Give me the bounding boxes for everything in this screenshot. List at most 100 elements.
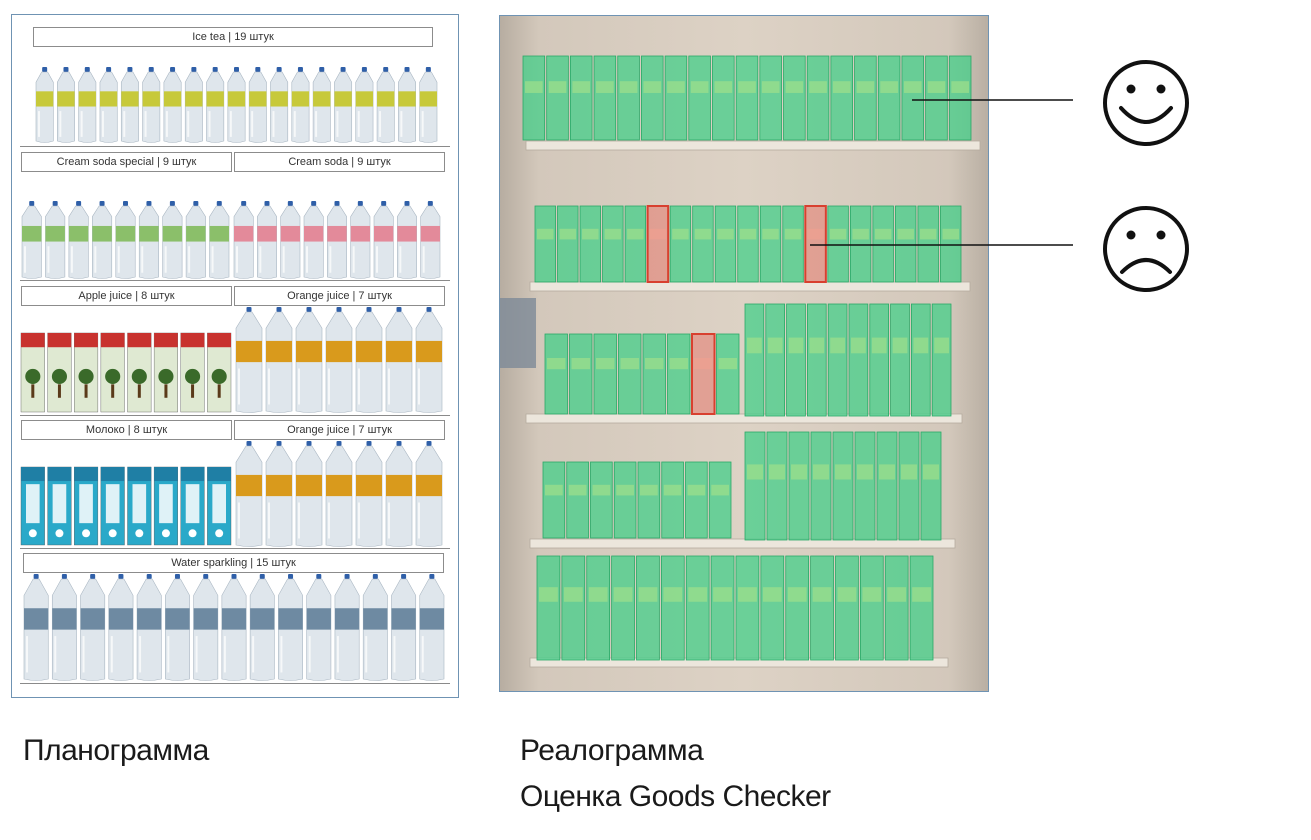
match-detection-box — [827, 205, 849, 283]
match-detection-box — [925, 55, 948, 141]
match-detection-box — [830, 55, 853, 141]
match-detection-box — [522, 55, 546, 141]
ice-tea-bottle — [99, 67, 118, 143]
match-detection-box — [765, 303, 785, 417]
apple-juice-carton — [74, 332, 99, 413]
ice-tea-bottle — [334, 67, 353, 143]
water-sparkling-bottle — [136, 574, 162, 681]
match-detection-box — [849, 205, 872, 283]
apple-juice-carton — [20, 332, 45, 413]
water-sparkling-bottle — [80, 574, 106, 681]
match-detection-box — [884, 555, 909, 661]
match-detection-box — [910, 303, 931, 417]
match-detection-box — [827, 303, 848, 417]
segment-label-apple-juice: Apple juice | 8 штук — [21, 286, 232, 306]
match-detection-box — [877, 55, 901, 141]
match-detection-box — [708, 461, 732, 539]
match-detection-box — [901, 55, 925, 141]
cream-soda-special-bottle — [21, 201, 42, 279]
cream-soda-bottle — [327, 201, 347, 279]
match-detection-box — [561, 555, 586, 661]
match-detection-box — [759, 55, 782, 141]
match-detection-box — [660, 555, 685, 661]
cream-soda-special-bottle — [138, 201, 159, 279]
match-detection-box — [931, 303, 952, 417]
match-detection-box — [909, 555, 934, 661]
cream-soda-bottle — [350, 201, 371, 279]
match-detection-box — [669, 205, 692, 283]
segment-label-cream-soda: Cream soda | 9 штук — [234, 152, 445, 172]
cream-soda-bottle — [233, 201, 254, 279]
apple-juice-carton — [153, 332, 178, 413]
match-detection-box — [735, 555, 760, 661]
caption-goods-checker: Оценка Goods Checker — [520, 780, 831, 813]
match-detection-box — [624, 205, 647, 283]
sad-face-icon — [1103, 206, 1189, 292]
match-detection-box — [593, 55, 617, 141]
match-detection-box — [557, 205, 579, 283]
match-detection-box — [569, 333, 593, 415]
match-detection-box — [593, 333, 617, 415]
orange-juice-bottle — [325, 441, 353, 547]
ice-tea-bottle — [227, 67, 246, 143]
water-sparkling-bottle — [278, 574, 303, 681]
cream-soda-bottle — [420, 201, 441, 279]
match-detection-box — [766, 431, 788, 541]
orange-juice-bottle — [415, 307, 443, 413]
cream-soda-bottle — [373, 201, 394, 279]
water-sparkling-bottle — [249, 574, 275, 681]
ice-tea-bottle — [184, 67, 203, 143]
match-detection-box — [835, 555, 859, 661]
segment-label-milk: Молоко | 8 штук — [21, 420, 232, 440]
mismatch-detection-box — [646, 205, 670, 283]
ice-tea-bottle — [355, 67, 374, 143]
water-sparkling-bottle — [51, 574, 77, 681]
planogram-drawing — [20, 67, 445, 681]
water-sparkling-bottle — [306, 574, 332, 681]
ice-tea-bottle — [57, 67, 75, 143]
match-detection-box — [685, 555, 710, 661]
ice-tea-bottle — [163, 67, 182, 143]
match-detection-box — [872, 205, 894, 283]
water-sparkling-bottle — [221, 574, 247, 681]
match-detection-box — [542, 461, 566, 539]
segment-label-water-sparkling: Water sparkling | 15 штук — [23, 553, 444, 573]
cream-soda-special-bottle — [115, 201, 136, 279]
ice-tea-bottle — [419, 67, 438, 143]
water-sparkling-bottle — [193, 574, 219, 681]
segment-label-cream-soda-special: Cream soda special | 9 штук — [21, 152, 232, 172]
match-detection-box — [782, 205, 804, 283]
realogram-photo — [499, 15, 989, 692]
caption-planogram: Планограмма — [23, 734, 209, 767]
match-detection-box — [636, 555, 660, 661]
ice-tea-bottle — [291, 67, 310, 143]
cream-soda-special-bottle — [92, 201, 113, 279]
wall-bracket — [500, 298, 536, 368]
match-detection-box — [806, 55, 830, 141]
match-detection-box — [810, 555, 834, 661]
water-sparkling-bottle — [391, 574, 417, 681]
apple-juice-carton — [180, 332, 205, 413]
match-detection-box — [590, 461, 613, 539]
water-sparkling-bottle — [419, 574, 445, 681]
match-detection-box — [760, 555, 785, 661]
ice-tea-bottle — [120, 67, 139, 143]
planogram-panel: Ice tea | 19 штук Cream soda special | 9… — [11, 14, 459, 698]
match-detection-box — [848, 303, 869, 417]
match-detection-box — [744, 431, 766, 541]
shelf-divider — [20, 280, 450, 281]
orange-juice-bottle — [355, 307, 383, 413]
water-sparkling-bottle — [334, 574, 360, 681]
milk-carton — [127, 466, 152, 546]
match-detection-box — [898, 431, 920, 541]
match-detection-box — [566, 461, 589, 539]
match-detection-box — [667, 333, 691, 415]
cream-soda-bottle — [257, 201, 277, 279]
match-detection-box — [617, 55, 640, 141]
match-detection-box — [854, 431, 876, 541]
mismatch-detection-box — [691, 333, 716, 415]
milk-carton — [74, 466, 99, 546]
apple-juice-carton — [127, 332, 152, 413]
match-detection-box — [586, 555, 611, 661]
orange-juice-bottle — [355, 441, 383, 547]
